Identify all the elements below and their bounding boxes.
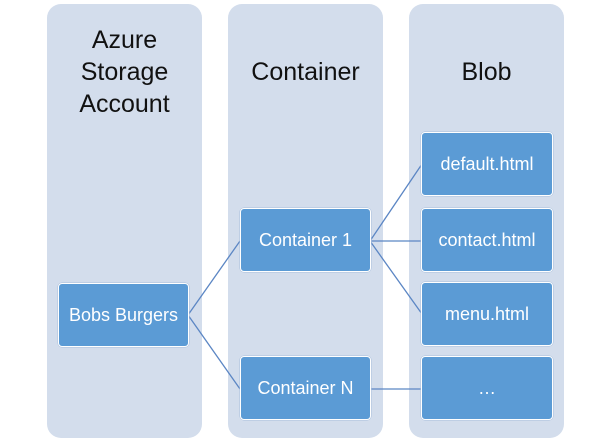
column-title-blob: Blob xyxy=(461,58,512,86)
connector-container-1-default xyxy=(369,163,423,242)
connector-account-container-n xyxy=(187,314,241,390)
connector-account-container-1 xyxy=(187,240,241,316)
column-title-container: Container xyxy=(251,58,360,86)
node-blob-contact-html: contact.html xyxy=(421,208,553,272)
node-blob-menu-html: menu.html xyxy=(421,282,553,346)
node-container-n: Container N xyxy=(240,356,371,420)
column-title-account: Azure Storage Account xyxy=(79,26,170,118)
node-blob-more: … xyxy=(421,356,553,420)
column-azure-storage-account: Azure Storage Account xyxy=(47,4,202,438)
node-bobs-burgers: Bobs Burgers xyxy=(58,283,189,347)
node-container-1: Container 1 xyxy=(240,208,371,272)
node-blob-default-html: default.html xyxy=(421,132,553,196)
connector-container-1-menu xyxy=(369,240,423,315)
